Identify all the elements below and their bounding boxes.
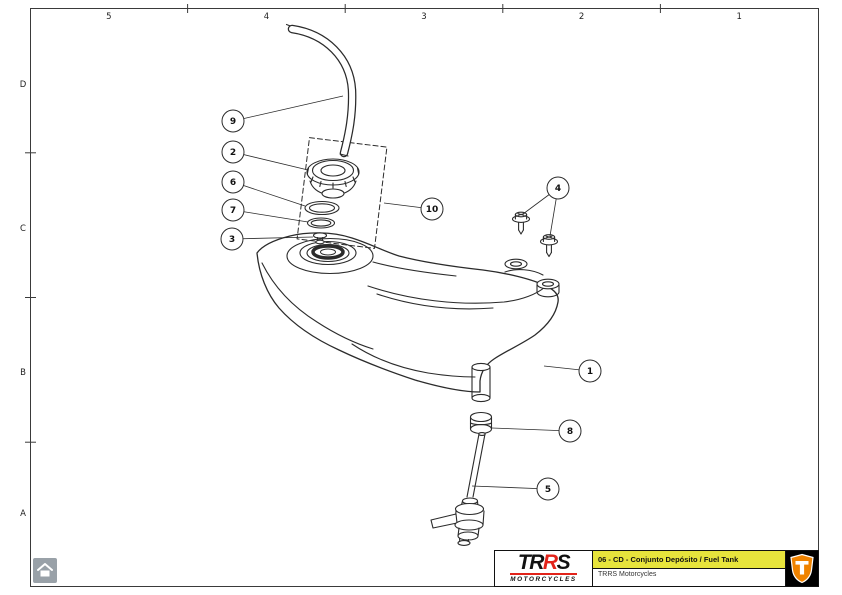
svg-text:10: 10	[426, 205, 439, 215]
shield-icon	[790, 553, 814, 584]
callout-3: 3	[220, 227, 244, 251]
home-icon	[37, 563, 53, 577]
svg-text:1: 1	[587, 367, 593, 377]
gasket-ring	[304, 200, 340, 216]
breather-hose	[285, 23, 357, 158]
svg-text:6: 6	[230, 178, 236, 188]
o-ring	[306, 217, 336, 229]
sheet-frame	[25, 4, 819, 587]
leader-line	[471, 485, 549, 490]
dashed-assembly-box	[296, 137, 388, 249]
leader-line	[491, 427, 571, 432]
grid-zone-top-label: 4	[264, 12, 269, 22]
home-button[interactable]	[33, 558, 57, 583]
screw-icon	[511, 211, 531, 235]
grid-zone-left-label: B	[20, 368, 26, 378]
svg-text:9: 9	[230, 117, 236, 127]
leader-line	[232, 95, 344, 122]
title-block: TRRS MOTORCYCLES 06 - CD - Conjunto Depó…	[494, 550, 819, 587]
grid-zone-top-label: 3	[421, 12, 426, 22]
trrs-logo: TRRS MOTORCYCLES	[495, 551, 592, 586]
svg-text:2: 2	[230, 148, 236, 158]
callout-6: 6	[221, 170, 245, 194]
leader-line	[232, 209, 309, 223]
callout-4: 4	[546, 176, 570, 200]
grid-zone-top-label: 2	[579, 12, 584, 22]
fuel-cap	[306, 158, 360, 199]
svg-text:5: 5	[545, 485, 551, 495]
leader-line	[232, 181, 306, 207]
callout-2: 2	[221, 140, 245, 164]
leader-line	[231, 236, 314, 240]
title-block-text: 06 - CD - Conjunto Depósito / Fuel Tank …	[592, 551, 786, 586]
leader-line	[232, 151, 309, 171]
document-subtitle: TRRS Motorcycles	[598, 571, 657, 578]
tank-body	[256, 232, 560, 403]
callout-9: 9	[221, 109, 245, 133]
svg-text:3: 3	[229, 235, 235, 245]
callout-7: 7	[221, 198, 245, 222]
callout-bubbles: 9 2 6 7 3 10 4 1 8 5	[220, 109, 602, 501]
grid-zone-left-label: C	[20, 224, 26, 234]
grid-zone-top-label: 5	[106, 12, 111, 22]
svg-text:7: 7	[230, 206, 236, 216]
document-title: 06 - CD - Conjunto Depósito / Fuel Tank	[593, 551, 785, 569]
exploded-view	[256, 23, 560, 546]
trrs-shield-logo	[786, 551, 818, 586]
grid-zone-left-label: D	[20, 80, 27, 90]
fuel-tap	[430, 432, 486, 546]
tank-screws	[511, 211, 559, 258]
svg-text:8: 8	[567, 427, 573, 437]
callout-5: 5	[536, 477, 560, 501]
brand-subtitle: MOTORCYCLES	[510, 572, 577, 583]
breather-valve	[312, 232, 328, 245]
grommet	[469, 411, 493, 435]
grid-zone-top-label: 1	[736, 12, 741, 22]
svg-text:4: 4	[555, 184, 561, 194]
callout-10: 10	[420, 197, 444, 221]
grid-zone-left-label: A	[20, 509, 26, 519]
callout-8: 8	[558, 419, 582, 443]
callout-1: 1	[578, 359, 602, 383]
brand-wordmark: TRRS	[517, 551, 571, 575]
